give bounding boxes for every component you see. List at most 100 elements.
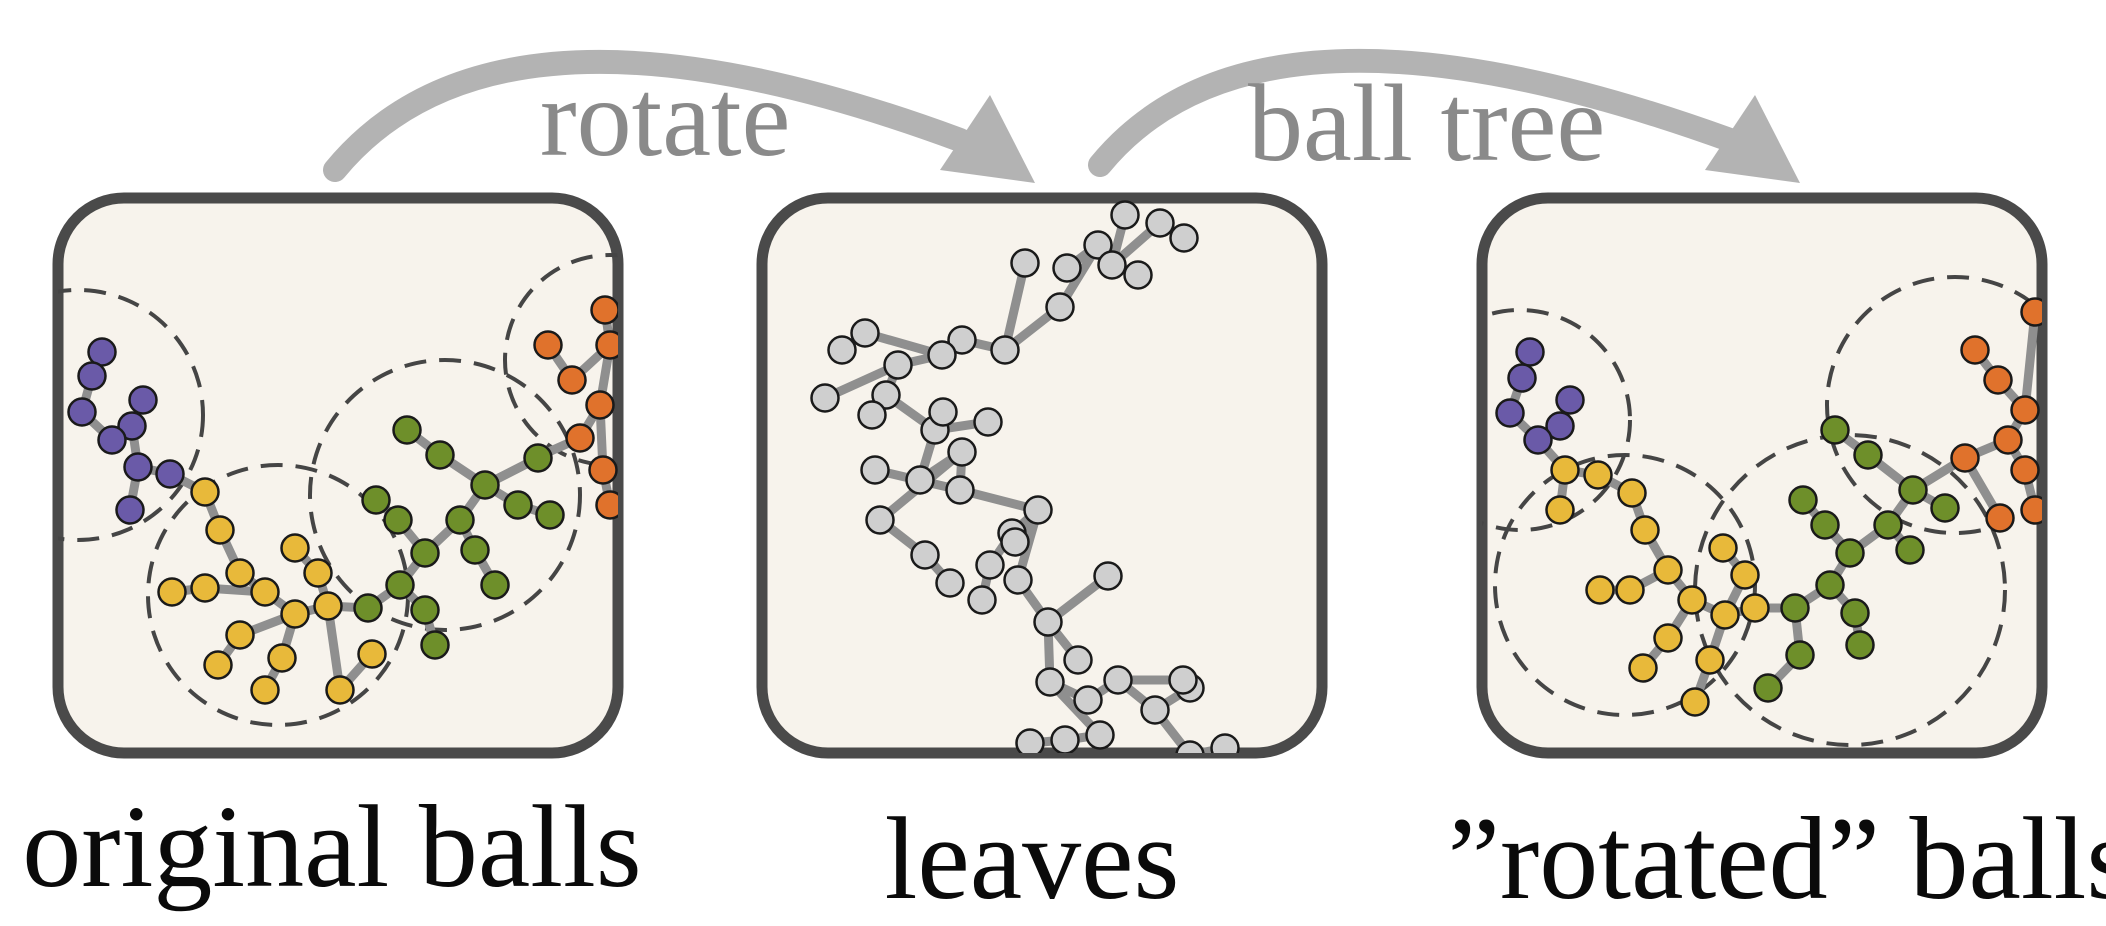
panel-original-balls-node-green <box>353 593 383 623</box>
panel-original-balls-node-orange <box>565 423 595 453</box>
panel-original-balls-node-green <box>410 538 440 568</box>
panel-rotated-balls-node-orange <box>1985 503 2015 533</box>
panel-leaves-node-gray <box>990 335 1020 365</box>
panel-leaves-node-gray <box>1097 250 1127 280</box>
panel-original-balls-node-yellow <box>357 639 387 669</box>
panel-leaves-node-gray <box>865 505 895 535</box>
panel-original-balls-node-yellow <box>313 591 343 621</box>
panel-rotated-balls-node-yellow <box>1545 495 1575 525</box>
panel-leaves-content <box>810 200 1240 753</box>
panel-rotated-balls-node-green <box>1845 630 1875 660</box>
panel-rotated-balls-node-yellow <box>1628 653 1658 683</box>
panel-leaves-node-gray <box>1010 248 1040 278</box>
panel-rotated-balls-node-green <box>1873 510 1903 540</box>
panel-rotated-balls-node-green <box>1753 673 1783 703</box>
panel-original-balls-node-green <box>383 505 413 535</box>
panel-rotated-balls-node-orange <box>2020 297 2042 327</box>
panel-leaves-node-gray <box>1035 667 1065 697</box>
panel-original-balls-frame <box>52 192 624 759</box>
panel-leaves-node-gray <box>928 397 958 427</box>
panel-rotated-balls-node-yellow <box>1677 585 1707 615</box>
panel-leaves-node-gray <box>1145 208 1175 238</box>
panel-leaves-node-gray <box>1140 695 1170 725</box>
panel-original-balls-node-green <box>470 470 500 500</box>
panel-original-balls-content <box>58 253 618 727</box>
ball-tree-arrowhead <box>1705 95 1800 183</box>
panel-leaves-node-gray <box>1085 720 1115 750</box>
panel-leaves-node-gray <box>1045 292 1075 322</box>
panel-original-balls-node-green <box>503 490 533 520</box>
panel-rotated-balls-node-yellow <box>1680 687 1710 717</box>
panel-rotated-balls-node-yellow <box>1653 623 1683 653</box>
panel-original-balls-node-yellow <box>205 515 235 545</box>
panel-leaves-node-gray <box>1168 665 1198 695</box>
panel-original-balls-node-yellow <box>250 577 280 607</box>
panel-leaves-node-gray <box>1003 565 1033 595</box>
panel-rotated-balls-content <box>1482 275 2042 747</box>
panel-rotated-balls-node-purple <box>1555 385 1585 415</box>
panel-rotated-balls-node-orange <box>1983 365 2013 395</box>
panel-rotated-balls-node-orange <box>1960 335 1990 365</box>
panel-original-balls-node-yellow <box>190 573 220 603</box>
panel-rotated-balls-node-yellow <box>1730 560 1760 590</box>
panel-original-balls-node-purple <box>128 385 158 415</box>
panel-rotated-balls-ball-circle <box>1482 308 1632 532</box>
panel-leaves-node-gray <box>871 380 901 410</box>
panel-rotated-balls-node-green <box>1835 538 1865 568</box>
panel-rotated-balls-node-orange <box>1993 425 2023 455</box>
panel-leaves-node-gray <box>910 540 940 570</box>
panel-leaves-node-gray <box>945 475 975 505</box>
panel-rotated-balls-node-green <box>1810 510 1840 540</box>
panel-leaves-node-gray <box>1093 561 1123 591</box>
panel-original-balls-node-yellow <box>203 650 233 680</box>
panel-original-balls-node-purple <box>97 425 127 455</box>
panel-rotated-balls-node-green <box>1820 415 1850 445</box>
panel-rotated-balls-node-orange <box>2010 455 2040 485</box>
panel-rotated-balls-node-purple <box>1507 363 1537 393</box>
panel-leaves-node-gray <box>1063 645 1093 675</box>
panel-original-balls-node-yellow <box>225 558 255 588</box>
panel-rotated-balls-node-green <box>1895 535 1925 565</box>
panel-rotated-balls-node-yellow <box>1740 593 1770 623</box>
panel-original-balls <box>52 192 624 759</box>
panel-rotated-balls-node-green <box>1815 570 1845 600</box>
panel-original-balls-node-orange <box>590 295 618 325</box>
panel-original-balls-node-green <box>425 440 455 470</box>
panel-leaves-node-gray <box>1083 230 1113 260</box>
panel-original-balls-node-orange <box>557 365 587 395</box>
ball-tree-arrow <box>1088 48 1800 183</box>
panel-rotated-balls-ball-circle <box>1825 275 2042 535</box>
panel-rotated-balls-node-yellow <box>1708 533 1738 563</box>
panel-original-balls-node-orange <box>595 330 618 360</box>
panel-original-balls-node-green <box>392 415 422 445</box>
panel-original-balls-node-yellow <box>280 533 310 563</box>
rotate-arrow-shaft <box>323 49 972 182</box>
panel-rotated-balls-node-purple <box>1515 337 1545 367</box>
panel-original-balls-node-green <box>385 570 415 600</box>
panel-rotated-balls-node-yellow <box>1695 645 1725 675</box>
panel-rotated-balls-node-yellow <box>1583 460 1613 490</box>
panel-leaves-node-gray <box>1050 725 1080 753</box>
panel-rotated-balls-node-purple <box>1523 425 1553 455</box>
panel-leaves-node-gray <box>850 318 880 348</box>
panel-rotated-balls-node-orange <box>1950 443 1980 473</box>
panel-original-balls-node-yellow <box>267 643 297 673</box>
panel-original-balls-node-green <box>523 443 553 473</box>
panel-leaves-node-gray <box>1000 527 1030 557</box>
panel-leaves-node-gray <box>1023 495 1053 525</box>
panel-original-balls-node-green <box>445 505 475 535</box>
panel-original-balls-ball-circle <box>58 288 205 542</box>
panel-leaves-node-gray <box>975 550 1005 580</box>
panel-leaves-node-gray <box>827 335 857 365</box>
panel-original-balls-node-purple <box>115 495 145 525</box>
panel-label-leaves: leaves <box>885 793 1180 924</box>
panel-leaves-tree-edge <box>1000 258 1030 355</box>
panel-leaves <box>756 192 1328 759</box>
panel-rotated-balls-node-yellow <box>1615 575 1645 605</box>
panel-rotated-balls-node-yellow <box>1710 600 1740 630</box>
panel-leaves-node-gray <box>1169 223 1199 253</box>
panel-original-balls-node-purple <box>77 361 107 391</box>
ball-tree-arrow-label: ball tree <box>1248 62 1605 184</box>
panel-leaves-node-gray <box>927 340 957 370</box>
